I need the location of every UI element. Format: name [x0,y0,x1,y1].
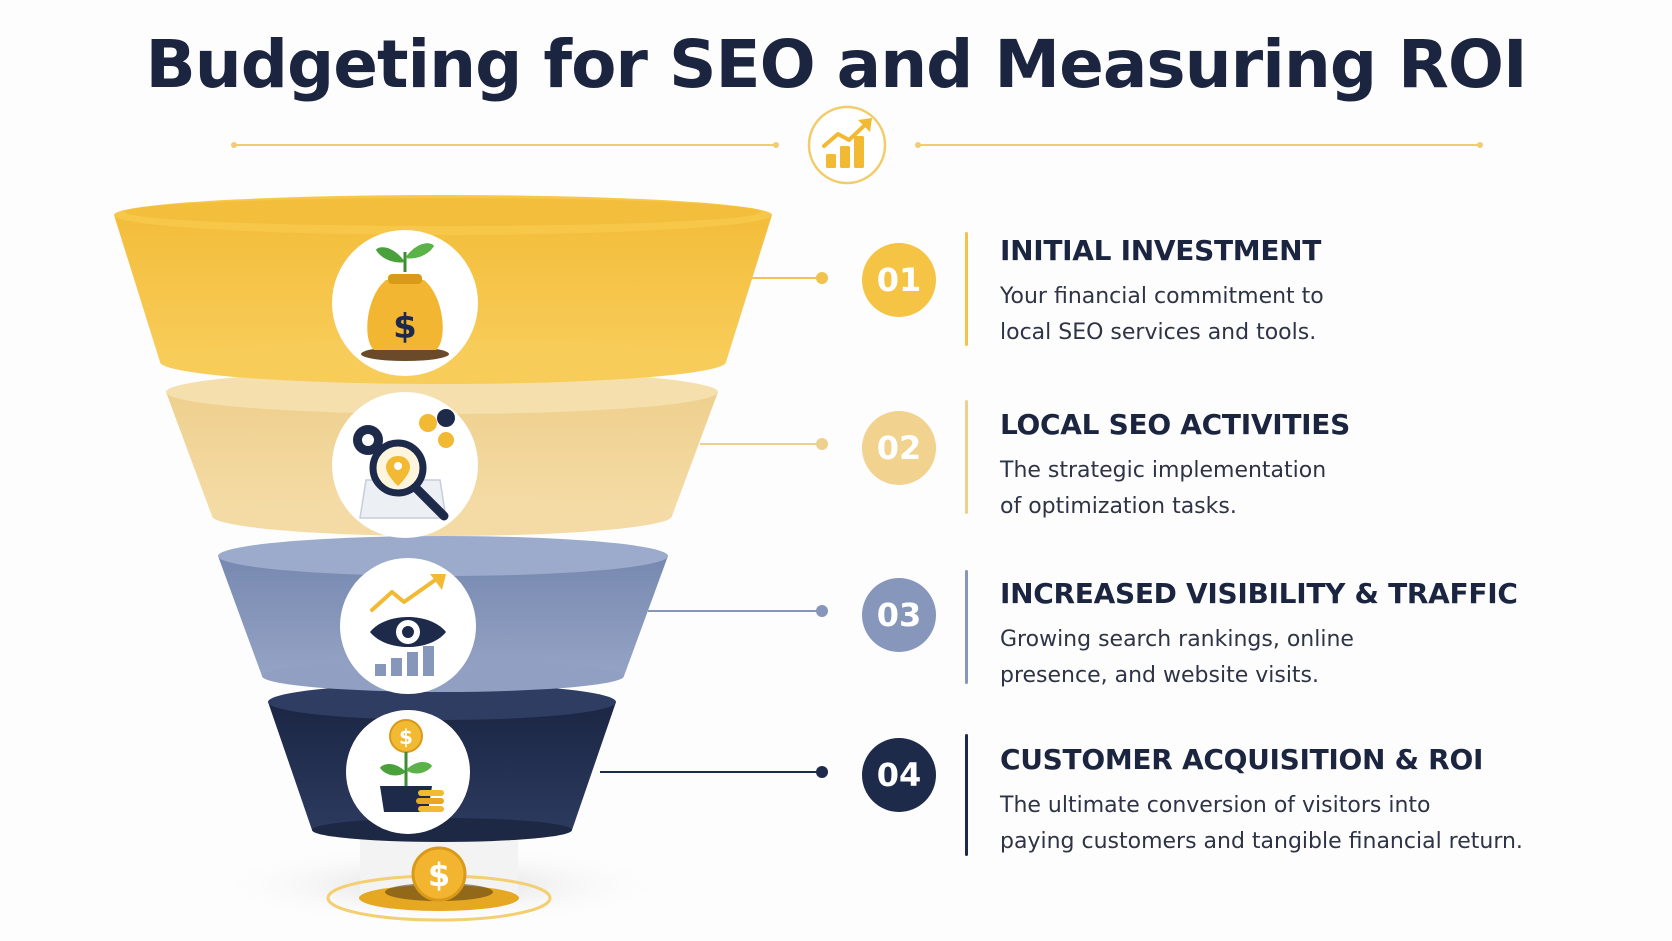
step-accent-2 [965,400,968,514]
step-accent-4 [965,734,968,856]
step-title: LOCAL SEO ACTIVITIES [1000,408,1350,441]
desc-line: The ultimate conversion of visitors into [1000,793,1431,818]
step-description: The ultimate conversion of visitors into… [1000,788,1523,860]
step-accent-3 [965,570,968,684]
svg-text:$: $ [393,307,417,347]
step-description: Growing search rankings, online presence… [1000,622,1518,694]
eye-growth-chart-icon [340,558,476,694]
desc-line: Growing search rankings, online [1000,627,1354,652]
coin-symbol: $ [428,856,450,894]
step-accent-1 [965,232,968,346]
step-1: INITIAL INVESTMENT Your financial commit… [1000,234,1324,351]
svg-text:$: $ [399,725,413,749]
step-4: CUSTOMER ACQUISITION & ROI The ultimate … [1000,743,1523,860]
desc-line: presence, and website visits. [1000,663,1320,688]
step-title: CUSTOMER ACQUISITION & ROI [1000,743,1484,776]
money-bag-sprout-icon: $ [332,230,478,376]
connector-4 [600,766,828,778]
desc-line: The strategic implementation [1000,458,1327,483]
money-plant-coins-icon: $ [346,710,470,834]
step-title: INITIAL INVESTMENT [1000,234,1322,267]
step-description: The strategic implementation of optimiza… [1000,453,1350,525]
step-3: INCREASED VISIBILITY & TRAFFIC Growing s… [1000,577,1518,694]
step-description: Your financial commitment to local SEO s… [1000,279,1324,351]
step-number-2: 02 [862,411,936,485]
desc-line: Your financial commitment to [1000,284,1324,309]
step-number-1: 01 [862,243,936,317]
step-number-4: 04 [862,738,936,812]
connector-3 [648,605,828,617]
step-title: INCREASED VISIBILITY & TRAFFIC [1000,577,1518,610]
step-2: LOCAL SEO ACTIVITIES The strategic imple… [1000,408,1350,525]
connector-1 [752,272,828,284]
magnifier-gears-icon [332,392,478,538]
header-divider [231,142,1483,148]
dollar-coin-icon: $ [411,846,467,902]
page-title: Budgeting for SEO and Measuring ROI [145,26,1527,103]
step-number-3: 03 [862,578,936,652]
bar-chart-growth-icon [807,105,887,185]
connector-2 [700,438,828,450]
desc-line: local SEO services and tools. [1000,320,1317,345]
desc-line: paying customers and tangible financial … [1000,829,1523,854]
desc-line: of optimization tasks. [1000,494,1237,519]
